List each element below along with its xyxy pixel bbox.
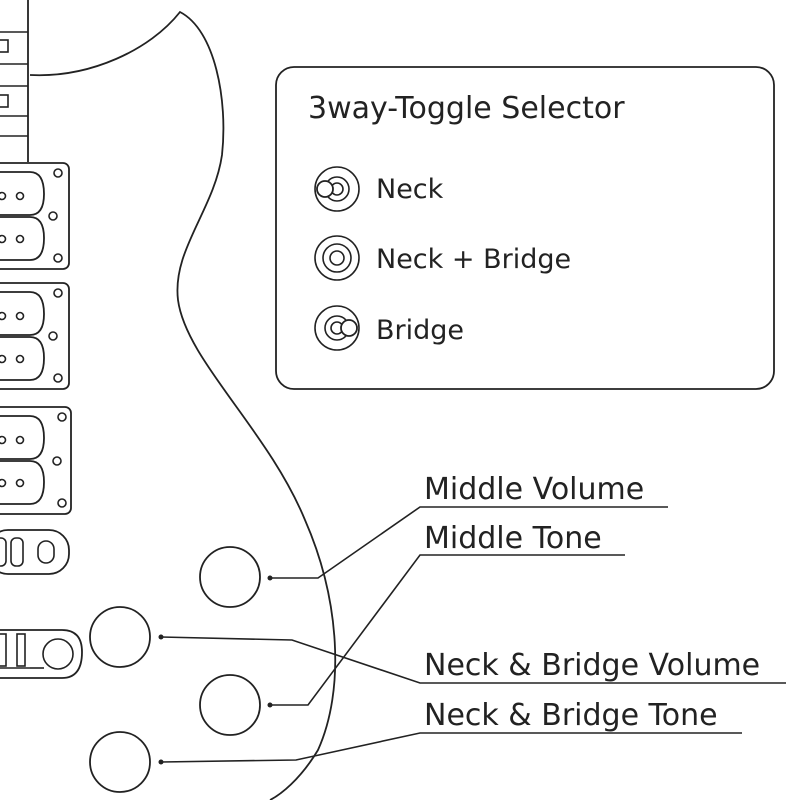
- tune-o-matic-bridge: [0, 529, 70, 575]
- toggle-middle-icon: [314, 235, 360, 281]
- toggle-neck-icon: [314, 166, 360, 212]
- legend-item-neck: Neck: [376, 174, 444, 205]
- neck-bridge-volume-label: Neck & Bridge Volume: [424, 648, 760, 683]
- middle-pickup: [0, 282, 70, 390]
- guitar-body-outline: [29, 10, 337, 800]
- neck-bridge-tone-knob[interactable]: [89, 731, 151, 793]
- bridge-pickup: [0, 406, 72, 515]
- middle-volume-knob[interactable]: [199, 546, 261, 608]
- legend-item-neck-bridge: Neck + Bridge: [376, 244, 571, 275]
- toggle-bridge-icon: [314, 305, 360, 351]
- stopbar-tailpiece: [0, 629, 83, 679]
- middle-tone-label: Middle Tone: [424, 521, 602, 556]
- middle-volume-label: Middle Volume: [424, 472, 644, 507]
- toggle-selector-legend: 3way-Toggle Selector Neck Neck + Bridge …: [275, 66, 775, 390]
- neck-pickup: [0, 162, 70, 270]
- legend-title: 3way-Toggle Selector: [308, 91, 625, 126]
- guitar-neck: [0, 0, 29, 162]
- legend-item-bridge: Bridge: [376, 315, 464, 346]
- neck-bridge-tone-label: Neck & Bridge Tone: [424, 698, 718, 733]
- leader-lines: [158, 506, 786, 765]
- neck-bridge-volume-knob[interactable]: [89, 606, 151, 668]
- middle-tone-knob[interactable]: [199, 674, 261, 736]
